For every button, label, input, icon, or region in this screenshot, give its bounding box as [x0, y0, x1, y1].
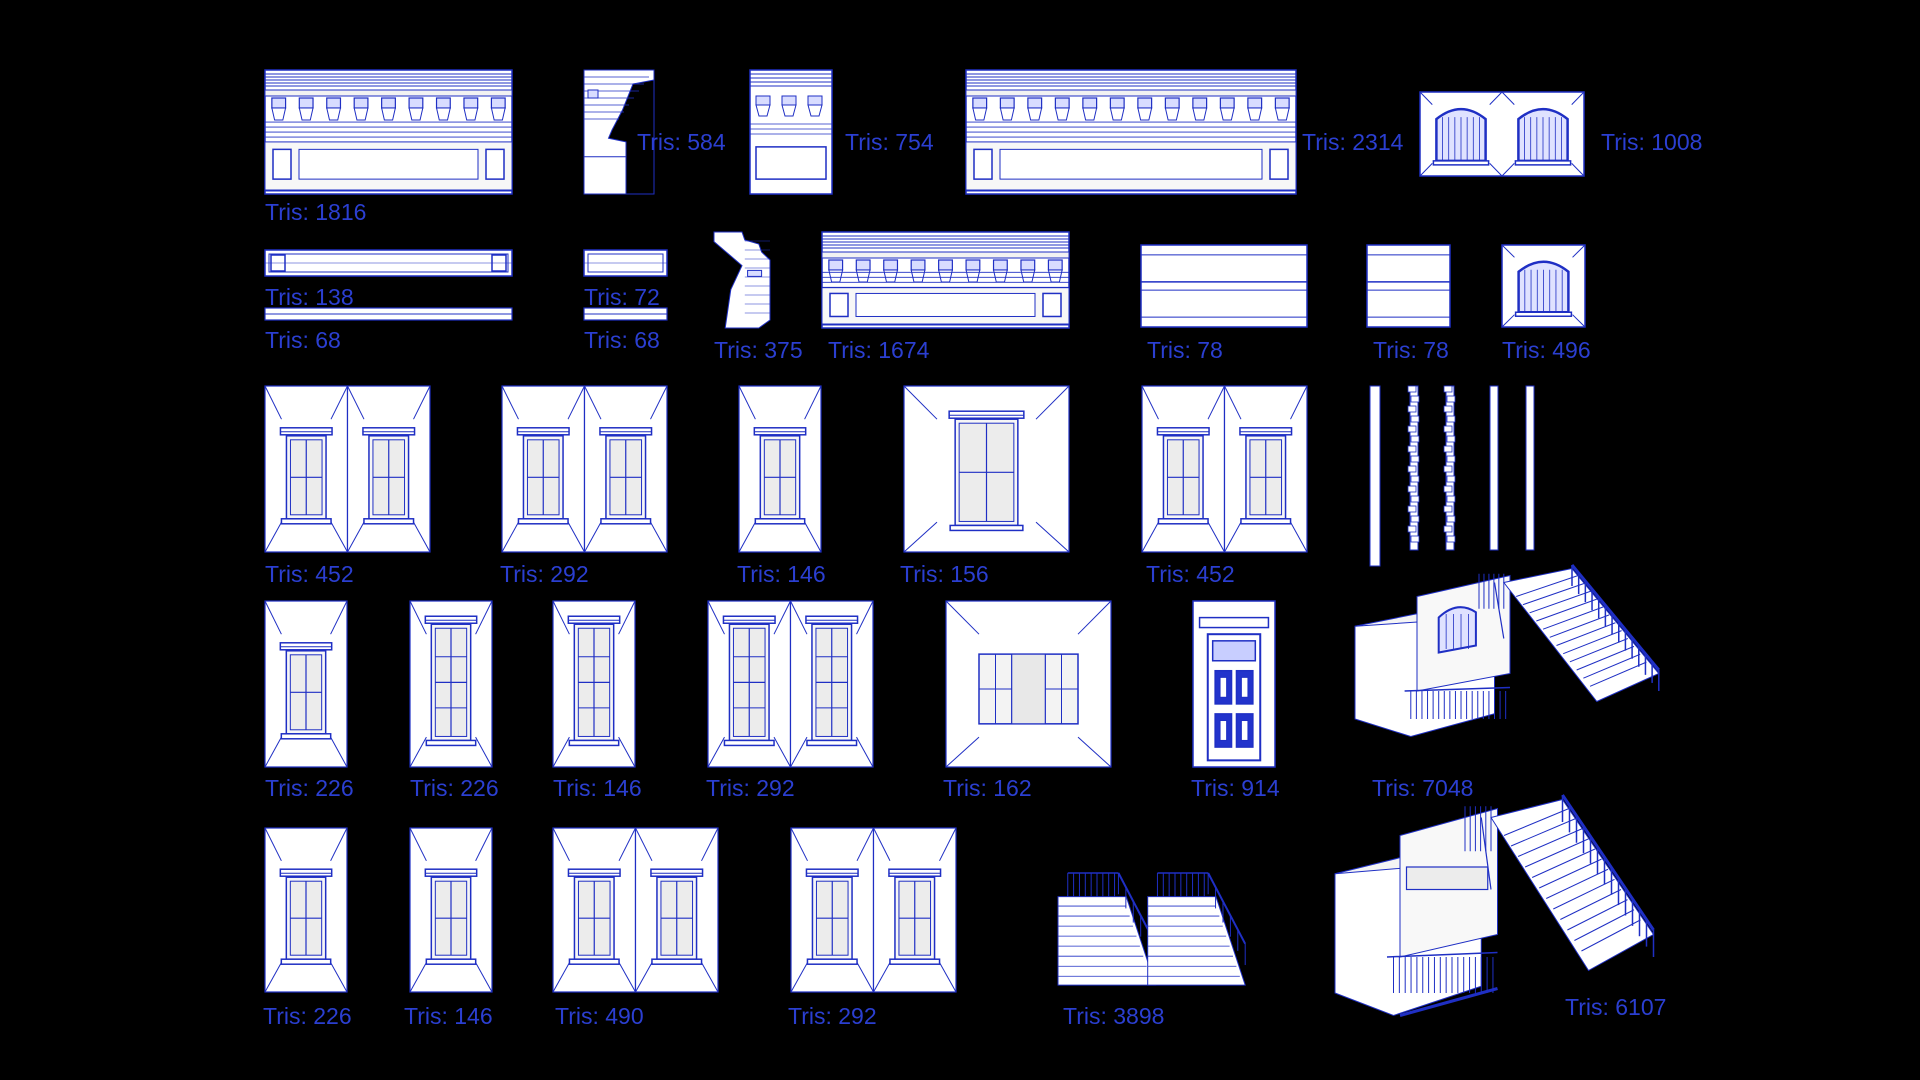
window-pair-c-wireframe	[1141, 385, 1308, 553]
bracket-profile-tri-count: Tris: 584	[637, 129, 726, 155]
entry-door-wireframe	[1192, 600, 1276, 768]
frieze-panel-wireframe	[264, 249, 513, 277]
string-course-wide-tri-count: Tris: 78	[1147, 337, 1223, 363]
frieze-small-thumbnail	[583, 249, 668, 277]
arched-window-pair-thumbnail	[1419, 91, 1585, 177]
window-single-a-thumbnail	[738, 385, 822, 553]
window-single-b-wireframe	[264, 600, 348, 768]
arched-window-pair-wireframe	[1419, 91, 1585, 177]
window-short-a-wireframe	[264, 827, 348, 993]
window-single-a-wireframe	[738, 385, 822, 553]
bracket-profile-wireframe	[583, 69, 655, 195]
window-short-a-thumbnail	[264, 827, 348, 993]
stoop-assembly-medium-wireframe	[1334, 794, 1655, 1017]
cornice-dentil-xlong-tri-count: Tris: 2314	[1302, 129, 1404, 155]
window-shuttered-tri-count: Tris: 162	[943, 775, 1032, 801]
window-tall-a-wireframe	[409, 600, 493, 768]
cornice-dentil-long-tri-count: Tris: 1816	[265, 199, 367, 225]
window-pair-a-tri-count: Tris: 452	[265, 561, 354, 587]
entry-door-tri-count: Tris: 914	[1191, 775, 1280, 801]
stoop-assembly-large-wireframe	[1354, 564, 1660, 738]
window-single-a-tri-count: Tris: 146	[737, 561, 826, 587]
arched-window-single-thumbnail	[1501, 244, 1586, 328]
window-short-pair-a-tri-count: Tris: 490	[555, 1003, 644, 1029]
window-short-pair-b-tri-count: Tris: 292	[788, 1003, 877, 1029]
window-short-b-thumbnail	[409, 827, 493, 993]
window-short-b-tri-count: Tris: 146	[404, 1003, 493, 1029]
window-tall-b-tri-count: Tris: 146	[553, 775, 642, 801]
trim-strip-b-tri-count: Tris: 68	[584, 327, 660, 353]
window-short-a-tri-count: Tris: 226	[263, 1003, 352, 1029]
corner-profile-tri-count: Tris: 375	[714, 337, 803, 363]
trim-strip-b-wireframe	[583, 307, 668, 321]
frieze-small-tri-count: Tris: 72	[584, 284, 660, 310]
window-pair-a-thumbnail	[264, 385, 431, 553]
window-pair-c-thumbnail	[1141, 385, 1308, 553]
frieze-panel-tri-count: Tris: 138	[265, 284, 354, 310]
stoop-assembly-medium-tri-count: Tris: 6107	[1565, 994, 1667, 1020]
stoop-assembly-medium-thumbnail	[1334, 794, 1660, 1020]
string-course-wide-wireframe	[1140, 244, 1308, 328]
cornice-panel-short-thumbnail	[749, 69, 833, 195]
vertical-trim-set	[1369, 385, 1540, 568]
stair-railing-pair-thumbnail	[1057, 872, 1253, 991]
stoop-assembly-large-thumbnail	[1354, 564, 1665, 740]
window-single-large-thumbnail	[903, 385, 1070, 553]
stair-railing-pair-tri-count: Tris: 3898	[1063, 1003, 1165, 1029]
arched-window-single-tri-count: Tris: 496	[1502, 337, 1591, 363]
cornice-dentil-long-wireframe	[264, 69, 513, 195]
window-pair-c-tri-count: Tris: 452	[1146, 561, 1235, 587]
window-tall-pair-tri-count: Tris: 292	[706, 775, 795, 801]
window-short-pair-a-wireframe	[552, 827, 719, 993]
window-single-large-wireframe	[903, 385, 1070, 553]
window-single-large-tri-count: Tris: 156	[900, 561, 989, 587]
window-pair-b-wireframe	[501, 385, 668, 553]
window-tall-pair-wireframe	[707, 600, 874, 768]
window-pair-a-wireframe	[264, 385, 431, 553]
window-tall-b-thumbnail	[552, 600, 636, 768]
window-tall-b-wireframe	[552, 600, 636, 768]
trim-strip-b-thumbnail	[583, 307, 668, 321]
cornice-panel-short-wireframe	[749, 69, 833, 195]
cornice-dentil-long-thumbnail	[264, 69, 513, 195]
window-shuttered-thumbnail	[945, 600, 1112, 768]
arched-window-pair-tri-count: Tris: 1008	[1601, 129, 1703, 155]
window-tall-a-tri-count: Tris: 226	[410, 775, 499, 801]
trim-strip-a-thumbnail	[264, 307, 513, 321]
dentil-band-thumbnail	[821, 231, 1070, 329]
corner-profile-thumbnail	[713, 231, 771, 329]
bracket-profile-thumbnail	[583, 69, 655, 195]
trim-strip-a-tri-count: Tris: 68	[265, 327, 341, 353]
window-pair-b-tri-count: Tris: 292	[500, 561, 589, 587]
window-short-pair-a-thumbnail	[552, 827, 719, 993]
trim-strip-a-wireframe	[264, 307, 513, 321]
window-short-pair-b-wireframe	[790, 827, 957, 993]
string-course-wide-thumbnail	[1140, 244, 1308, 328]
cornice-dentil-xlong-wireframe	[965, 69, 1297, 195]
window-shuttered-wireframe	[945, 600, 1112, 768]
frieze-small-wireframe	[583, 249, 668, 277]
window-single-b-tri-count: Tris: 226	[265, 775, 354, 801]
window-short-b-wireframe	[409, 827, 493, 993]
string-course-narrow-thumbnail	[1366, 244, 1451, 328]
entry-door-thumbnail	[1192, 600, 1276, 768]
dentil-band-wireframe	[821, 231, 1070, 329]
string-course-narrow-wireframe	[1366, 244, 1451, 328]
arched-window-single-wireframe	[1501, 244, 1586, 328]
window-single-b-thumbnail	[264, 600, 348, 768]
window-tall-a-thumbnail	[409, 600, 493, 768]
frieze-panel-thumbnail	[264, 249, 513, 277]
cornice-panel-short-tri-count: Tris: 754	[845, 129, 934, 155]
window-short-pair-b-thumbnail	[790, 827, 957, 993]
stoop-assembly-large-tri-count: Tris: 7048	[1372, 775, 1474, 801]
corner-profile-wireframe	[713, 231, 771, 329]
window-tall-pair-thumbnail	[707, 600, 874, 768]
cornice-dentil-xlong-thumbnail	[965, 69, 1297, 195]
dentil-band-tri-count: Tris: 1674	[828, 337, 930, 363]
window-pair-b-thumbnail	[501, 385, 668, 553]
string-course-narrow-tri-count: Tris: 78	[1373, 337, 1449, 363]
stair-railing-pair-wireframe	[1057, 872, 1247, 986]
